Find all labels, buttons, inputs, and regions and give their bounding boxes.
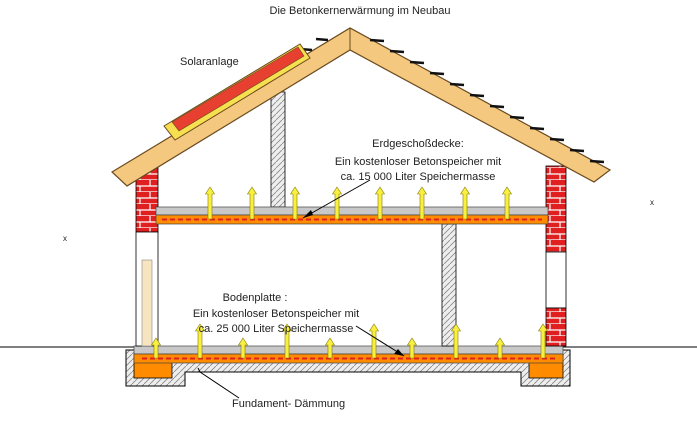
heat-arrow [368,323,380,359]
right-wall-middle [545,251,567,309]
heat-arrow [150,337,162,359]
heat-arrow [324,337,336,359]
slab-leader-arrowhead [394,349,404,356]
right-wall-lower-brick [545,307,567,347]
heat-arrow [537,323,549,359]
right-wall-upper-brick [545,165,567,253]
heat-arrow [416,186,428,220]
floor-slab [133,353,564,364]
slab-leader-line [355,325,405,357]
heat-arrow [289,186,301,220]
marker-left: x [63,234,67,243]
ceiling-top-layer [155,206,549,216]
slab-heading: Bodenplatte : [222,292,288,304]
ceiling-heading: Erdgeschoßdecke: [372,138,464,150]
heat-arrow [494,337,506,359]
left-wall-window [141,259,153,347]
solar-label: Solaranlage [180,56,239,68]
solar-panel [163,43,311,141]
heat-arrow [237,337,249,359]
foundation-label: Fundament- Dämmung [232,398,346,410]
heat-arrow [246,186,258,220]
ceiling-description-line1: Ein kostenloser Betonspeicher mit [334,156,502,168]
foundation-leader-tip [197,367,201,373]
ceiling-leader-arrowhead [303,210,313,218]
heat-arrow [450,323,462,359]
ceiling-slab [155,214,549,225]
heat-arrow [406,337,418,359]
attic-post [270,91,286,208]
slab-description-line2: ca. 25 000 Liter Speichermasse [198,323,354,335]
marker-right: x [650,198,654,207]
slab-description-line1: Ein kostenloser Betonspeicher mit [192,308,360,320]
heat-arrow [459,186,471,220]
diagram-title: Die Betonkernerwärmung im Neubau [269,5,451,17]
heat-arrow [281,323,293,359]
ceiling-heat-arrows [204,186,513,220]
slab-heat-arrows [150,323,549,359]
heat-arrow [331,186,343,220]
foundation-leader-line [199,371,240,399]
ceiling-leader-line [302,179,371,219]
heat-arrow [374,186,386,220]
heat-arrow [501,186,513,220]
heat-arrow [194,323,206,359]
heat-arrow [204,186,216,220]
ceiling-description-line2: ca. 15 000 Liter Speichermasse [340,171,496,183]
